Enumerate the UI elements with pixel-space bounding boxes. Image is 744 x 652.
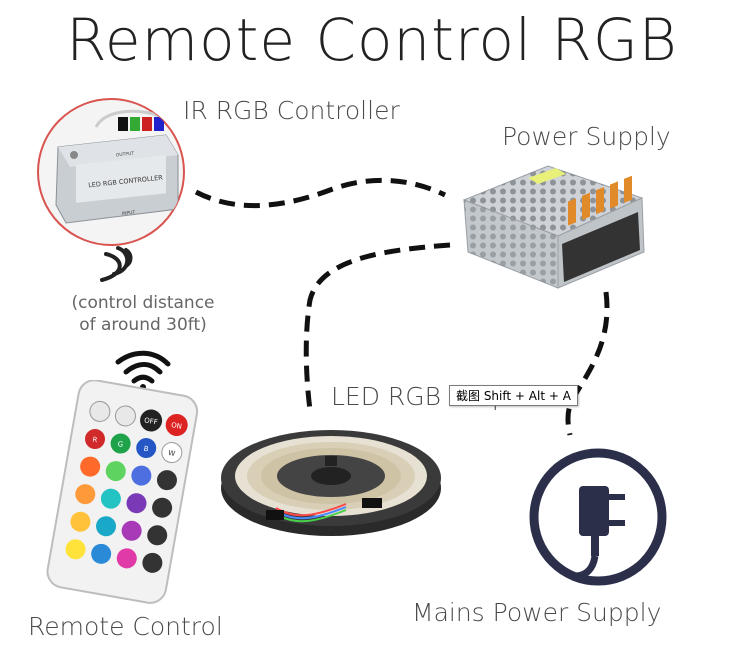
wifi-signal-icon <box>112 350 172 390</box>
control-distance-note: (control distance of around 30ft) <box>71 293 215 335</box>
controller-output-text: OUTPUT <box>116 151 135 159</box>
ir-controller-label: IR RGB Controller <box>183 96 400 125</box>
remote-g-label: G <box>117 440 124 449</box>
plug-icon <box>527 446 669 588</box>
controller-input-text: INPUT <box>122 210 136 217</box>
wire-controller-to-power <box>194 177 447 209</box>
remote-r-label: R <box>92 436 98 445</box>
wire-power-to-strip <box>303 242 451 411</box>
led-strip-image <box>216 416 446 546</box>
remote-off-label: OFF <box>144 416 159 426</box>
remote-b-label: B <box>143 445 149 454</box>
power-supply-label: Power Supply <box>502 122 671 151</box>
screenshot-tooltip: 截图 Shift + Alt + A <box>449 385 578 406</box>
mains-power-label: Mains Power Supply <box>412 598 662 627</box>
power-supply-image <box>458 160 648 295</box>
page-title: Remote Control RGB <box>66 6 678 74</box>
wire-power-to-mains <box>565 291 610 436</box>
ir-controller-image: LED RGB CONTROLLER OUTPUT INPUT <box>36 97 186 247</box>
remote-control-image: OFF ON R G B W <box>34 379 204 606</box>
wifi-signal-icon <box>96 244 152 282</box>
remote-on-label: ON <box>171 421 183 431</box>
remote-w-label: W <box>168 449 176 458</box>
remote-control-label: Remote Control <box>28 612 223 641</box>
